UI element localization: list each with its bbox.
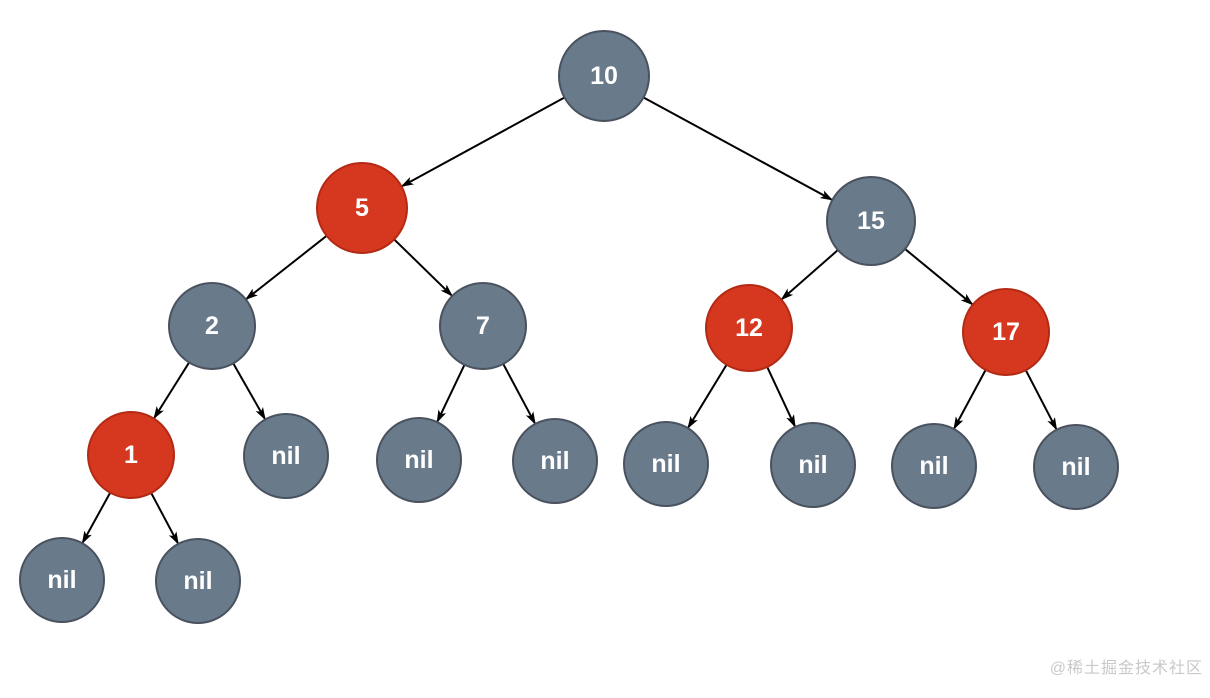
node-circle-gray <box>558 30 650 122</box>
tree-node-nil-17r: nil <box>1033 424 1119 510</box>
node-label: 15 <box>857 207 885 235</box>
edge-1-nil-1l <box>81 492 112 545</box>
edge-10-5 <box>400 96 565 187</box>
node-label: 5 <box>355 194 369 222</box>
tree-node-nil-7r: nil <box>512 418 598 504</box>
tree-node-nil-1l: nil <box>19 537 105 623</box>
tree-node-nil-7l: nil <box>376 417 462 503</box>
node-label: nil <box>540 447 569 475</box>
edge-2-1 <box>153 361 190 420</box>
tree-node-7: 7 <box>439 282 527 370</box>
node-circle-gray <box>770 422 856 508</box>
node-label: nil <box>404 446 433 474</box>
node-circle-gray <box>19 537 105 623</box>
edge-12-nil-12r <box>766 366 796 428</box>
tree-node-nil-12l: nil <box>623 421 709 507</box>
node-circle-gray <box>891 423 977 509</box>
node-label: nil <box>919 452 948 480</box>
tree-node-15: 15 <box>826 176 916 266</box>
edge-5-7 <box>393 238 453 297</box>
node-label: 10 <box>590 62 618 90</box>
tree-node-nil-2r: nil <box>243 413 329 499</box>
node-circle-gray <box>376 417 462 503</box>
watermark: @稀土掘金技术社区 <box>1049 660 1203 677</box>
node-circle-gray <box>1033 424 1119 510</box>
node-label: 1 <box>124 441 138 469</box>
node-circle-gray <box>512 418 598 504</box>
node-circle-red <box>87 411 175 499</box>
node-circle-red <box>962 288 1050 376</box>
node-label: 12 <box>735 314 763 342</box>
node-label: 7 <box>476 312 490 340</box>
tree-node-nil-12r: nil <box>770 422 856 508</box>
edge-15-12 <box>780 249 839 301</box>
edge-15-17 <box>904 248 974 306</box>
edge-7-nil-7l <box>436 364 466 424</box>
tree-node-12: 12 <box>705 284 793 372</box>
node-label: nil <box>798 451 827 479</box>
tree-node-nil-1r: nil <box>155 538 241 624</box>
node-circle-gray <box>168 282 256 370</box>
edge-5-2 <box>245 235 328 301</box>
node-circle-red <box>705 284 793 372</box>
node-label: 2 <box>205 312 219 340</box>
node-label: nil <box>1061 453 1090 481</box>
node-label: nil <box>651 450 680 478</box>
node-circle-gray <box>623 421 709 507</box>
edge-17-nil-17r <box>1024 369 1058 431</box>
edge-1-nil-1r <box>150 492 179 545</box>
node-circle-gray <box>155 538 241 624</box>
edge-12-nil-12l <box>687 364 728 430</box>
node-label: nil <box>183 567 212 595</box>
tree-node-1: 1 <box>87 411 175 499</box>
node-label: nil <box>271 442 300 470</box>
node-circle-gray <box>826 176 916 266</box>
edge-2-nil-2r <box>232 362 266 421</box>
node-circle-gray <box>243 413 329 499</box>
node-circle-red <box>316 162 408 254</box>
node-circle-gray <box>439 282 527 370</box>
edge-10-15 <box>643 96 834 201</box>
tree-node-17: 17 <box>962 288 1050 376</box>
node-label: 17 <box>992 318 1020 346</box>
edge-17-nil-17l <box>953 369 987 430</box>
tree-node-10: 10 <box>558 30 650 122</box>
node-label: nil <box>47 566 76 594</box>
tree-node-5: 5 <box>316 162 408 254</box>
edge-7-nil-7r <box>502 363 536 425</box>
tree-node-2: 2 <box>168 282 256 370</box>
tree-node-nil-17l: nil <box>891 423 977 509</box>
